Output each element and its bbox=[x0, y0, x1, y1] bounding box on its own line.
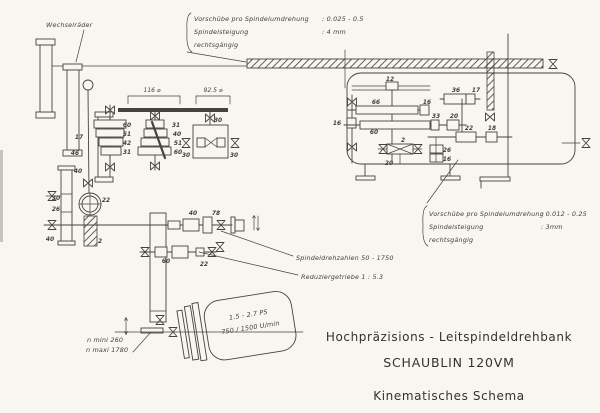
leadscrew-group bbox=[45, 49, 558, 89]
machine-model-title: SCHAUBLIN 120VM bbox=[383, 355, 515, 370]
gear-tooth-count: 30 bbox=[230, 153, 238, 159]
top-pitch-value: : 4 mm bbox=[322, 28, 346, 36]
gear-tooth-count: 46 bbox=[71, 151, 79, 157]
gear-tooth-count: 60 bbox=[123, 123, 131, 129]
gear-tooth-count: 12 bbox=[386, 77, 394, 83]
scan-edge-artifact bbox=[0, 150, 3, 242]
dim-116: 116 ⌀ bbox=[144, 87, 161, 94]
gear-tooth-count: 20 bbox=[385, 161, 393, 167]
annotations: Wechselräder Vorschübe pro Spindelumdreh… bbox=[46, 15, 587, 354]
gear-tooth-count: 18 bbox=[488, 126, 496, 132]
gear-tooth-count: 2 bbox=[98, 239, 102, 245]
belt-shift-arrows bbox=[252, 214, 260, 232]
leader-lines bbox=[75, 12, 459, 353]
gear-tooth-count: 60 bbox=[370, 130, 378, 136]
wechselraeder-label: Wechselräder bbox=[46, 21, 93, 29]
gear-tooth-count: 30 bbox=[52, 196, 60, 202]
gear-tooth-count: 22 bbox=[102, 198, 110, 204]
gear-tooth-count: 17 bbox=[75, 135, 84, 141]
motor-body bbox=[203, 291, 297, 361]
n-maxi-label: n maxi 1780 bbox=[86, 346, 128, 354]
top-pitch-label: Spindelsteigung bbox=[194, 28, 248, 36]
top-feed-label: Vorschübe pro Spindelumdrehung bbox=[194, 15, 309, 23]
right-direction-label: rechtsgängig bbox=[429, 236, 473, 244]
gear-tooth-count: 60 bbox=[174, 150, 182, 156]
right-pitch-value: : 3mm bbox=[541, 223, 563, 231]
gear-tooth-count: 51 bbox=[123, 132, 131, 138]
gear-tooth-count: 36 bbox=[452, 88, 460, 94]
reduction-gear-label: Reduziergetriebe 1 : 5.3 bbox=[301, 273, 383, 281]
dimension-lines bbox=[127, 95, 231, 105]
top-direction-label: rechtsgängig bbox=[194, 41, 238, 49]
right-feed-label: Vorschübe pro Spindelumdrehung bbox=[429, 210, 544, 218]
worm-shaft bbox=[83, 215, 98, 247]
column-foot bbox=[140, 327, 164, 334]
dim-925: 92.5 ⌀ bbox=[204, 87, 223, 94]
gear-tooth-count: 26 bbox=[52, 207, 60, 213]
change-gear-stack bbox=[35, 38, 114, 183]
n-mini-label: n mini 260 bbox=[87, 336, 123, 344]
gear-tooth-count: 31 bbox=[172, 123, 180, 129]
gear-tooth-count: 40 bbox=[173, 132, 181, 138]
gear-tooth-count: 78 bbox=[212, 211, 220, 217]
handwheel bbox=[82, 79, 94, 91]
gear-tooth-count: 42 bbox=[123, 141, 131, 147]
gear-tooth-count: 40 bbox=[74, 169, 82, 175]
gear-tooth-count: 30 bbox=[182, 153, 190, 159]
gear-tooth-count: 16 bbox=[333, 121, 341, 127]
gear-tooth-count: 31 bbox=[123, 150, 131, 156]
spindle-speeds-label: Spindeldrehzahlen 50 - 1750 bbox=[296, 254, 394, 262]
clutch-shaft bbox=[78, 79, 102, 247]
right-pitch-label: Spindelsteigung bbox=[429, 223, 483, 231]
left-gear-column bbox=[45, 165, 76, 246]
gear-tooth-count: 33 bbox=[432, 114, 440, 120]
gear-tooth-count: 16 bbox=[423, 100, 431, 106]
gear-tooth-count: 22 bbox=[465, 126, 473, 132]
tumbler-lever bbox=[150, 120, 167, 160]
feed-gearbox bbox=[93, 104, 228, 173]
top-feed-value: : 0.025 - 0.5 bbox=[322, 15, 364, 23]
gear-tooth-count: 60 bbox=[162, 259, 170, 265]
gear-tooth-count: 40 bbox=[189, 211, 197, 217]
gear-tooth-count: 22 bbox=[200, 262, 208, 268]
gear-tooth-count: 51 bbox=[174, 141, 182, 147]
gear-tooth-count: 26 bbox=[443, 148, 451, 154]
gear-tooth-count: 66 bbox=[372, 100, 380, 106]
gear-tooth-count: 20 bbox=[450, 114, 458, 120]
gear-tooth-count: 40 bbox=[46, 237, 54, 243]
gear-tooth-count: 30 bbox=[214, 118, 222, 124]
bevel-gearbox bbox=[181, 111, 240, 159]
right-feed-value: : 0.012 - 0.25 bbox=[541, 210, 587, 218]
gear-tooth-count: 16 bbox=[443, 157, 451, 163]
pulley-disc bbox=[183, 305, 200, 361]
belt-column bbox=[149, 212, 167, 323]
pulley-disc bbox=[176, 309, 190, 359]
apron-housing bbox=[343, 33, 591, 189]
motor-group: 1.5 - 2.7 PS 750 / 1500 U/min bbox=[114, 291, 304, 362]
gear-tooth-count: 2 bbox=[401, 138, 405, 144]
feed-drive-shaft bbox=[118, 108, 228, 112]
spindle-group bbox=[43, 212, 260, 334]
gear-tooth-count: 17 bbox=[472, 88, 481, 94]
title-block: Hochpräzisions - Leitspindeldrehbank SCH… bbox=[326, 330, 572, 403]
leadscrew bbox=[246, 58, 544, 69]
cross-feed-screw bbox=[486, 51, 495, 111]
schema-title: Kinematisches Schema bbox=[373, 389, 524, 403]
pulley-shift-arrows bbox=[124, 316, 128, 336]
machine-type-title: Hochpräzisions - Leitspindeldrehbank bbox=[326, 330, 572, 344]
